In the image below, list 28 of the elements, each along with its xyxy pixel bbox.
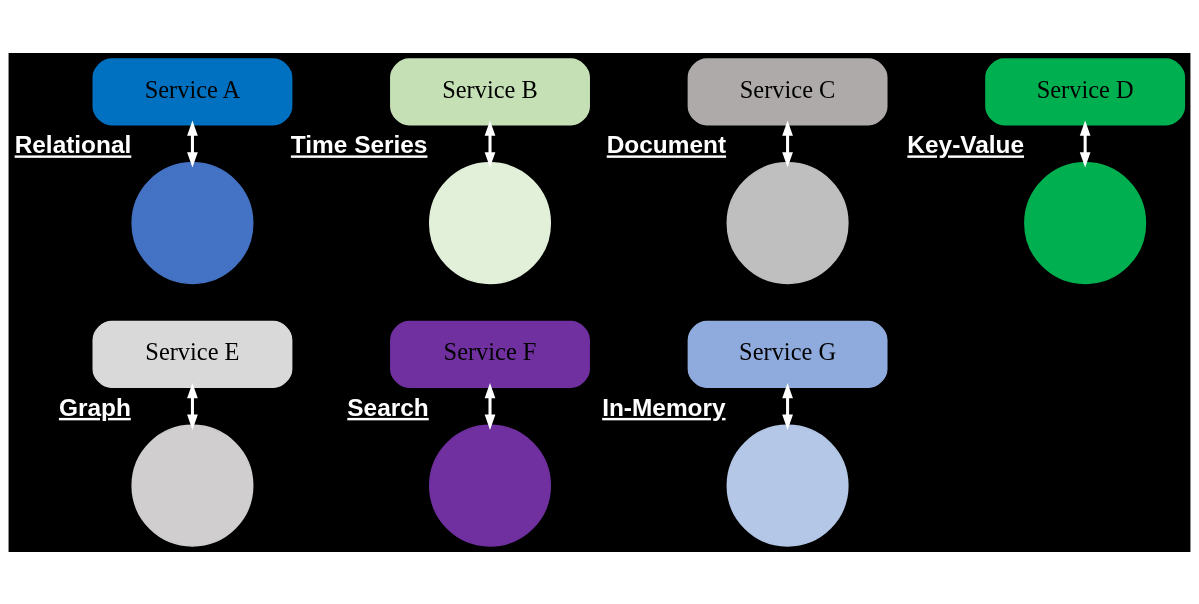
node-box: Service E bbox=[92, 320, 293, 388]
node-label: Key-Value bbox=[907, 130, 1025, 158]
node-circle bbox=[428, 424, 552, 547]
arrow bbox=[187, 120, 198, 167]
node-circle bbox=[428, 161, 552, 284]
node-box: Service F bbox=[390, 320, 590, 388]
node-box: Service B bbox=[390, 57, 590, 125]
node-box: Service A bbox=[92, 57, 293, 125]
node-circle bbox=[726, 161, 849, 284]
arrow bbox=[782, 382, 793, 430]
node-box: Service G bbox=[687, 320, 888, 388]
arrow bbox=[187, 382, 198, 430]
node-circle bbox=[1024, 161, 1147, 284]
node-label: Graph bbox=[58, 393, 131, 421]
arrow bbox=[484, 382, 496, 430]
arrow bbox=[484, 120, 496, 167]
arrow bbox=[1079, 120, 1091, 167]
node-label: Document bbox=[606, 130, 727, 158]
node-box: Service D bbox=[985, 57, 1186, 125]
arrow bbox=[782, 120, 793, 167]
node-label: Relational bbox=[14, 130, 132, 158]
node-label: Search bbox=[347, 393, 429, 421]
node-circle bbox=[726, 424, 849, 547]
node-label: Time Series bbox=[290, 130, 428, 158]
node-label: In-Memory bbox=[602, 393, 726, 421]
node-circle bbox=[131, 424, 254, 547]
node-box: Service C bbox=[687, 57, 888, 125]
node-circle bbox=[131, 161, 254, 284]
